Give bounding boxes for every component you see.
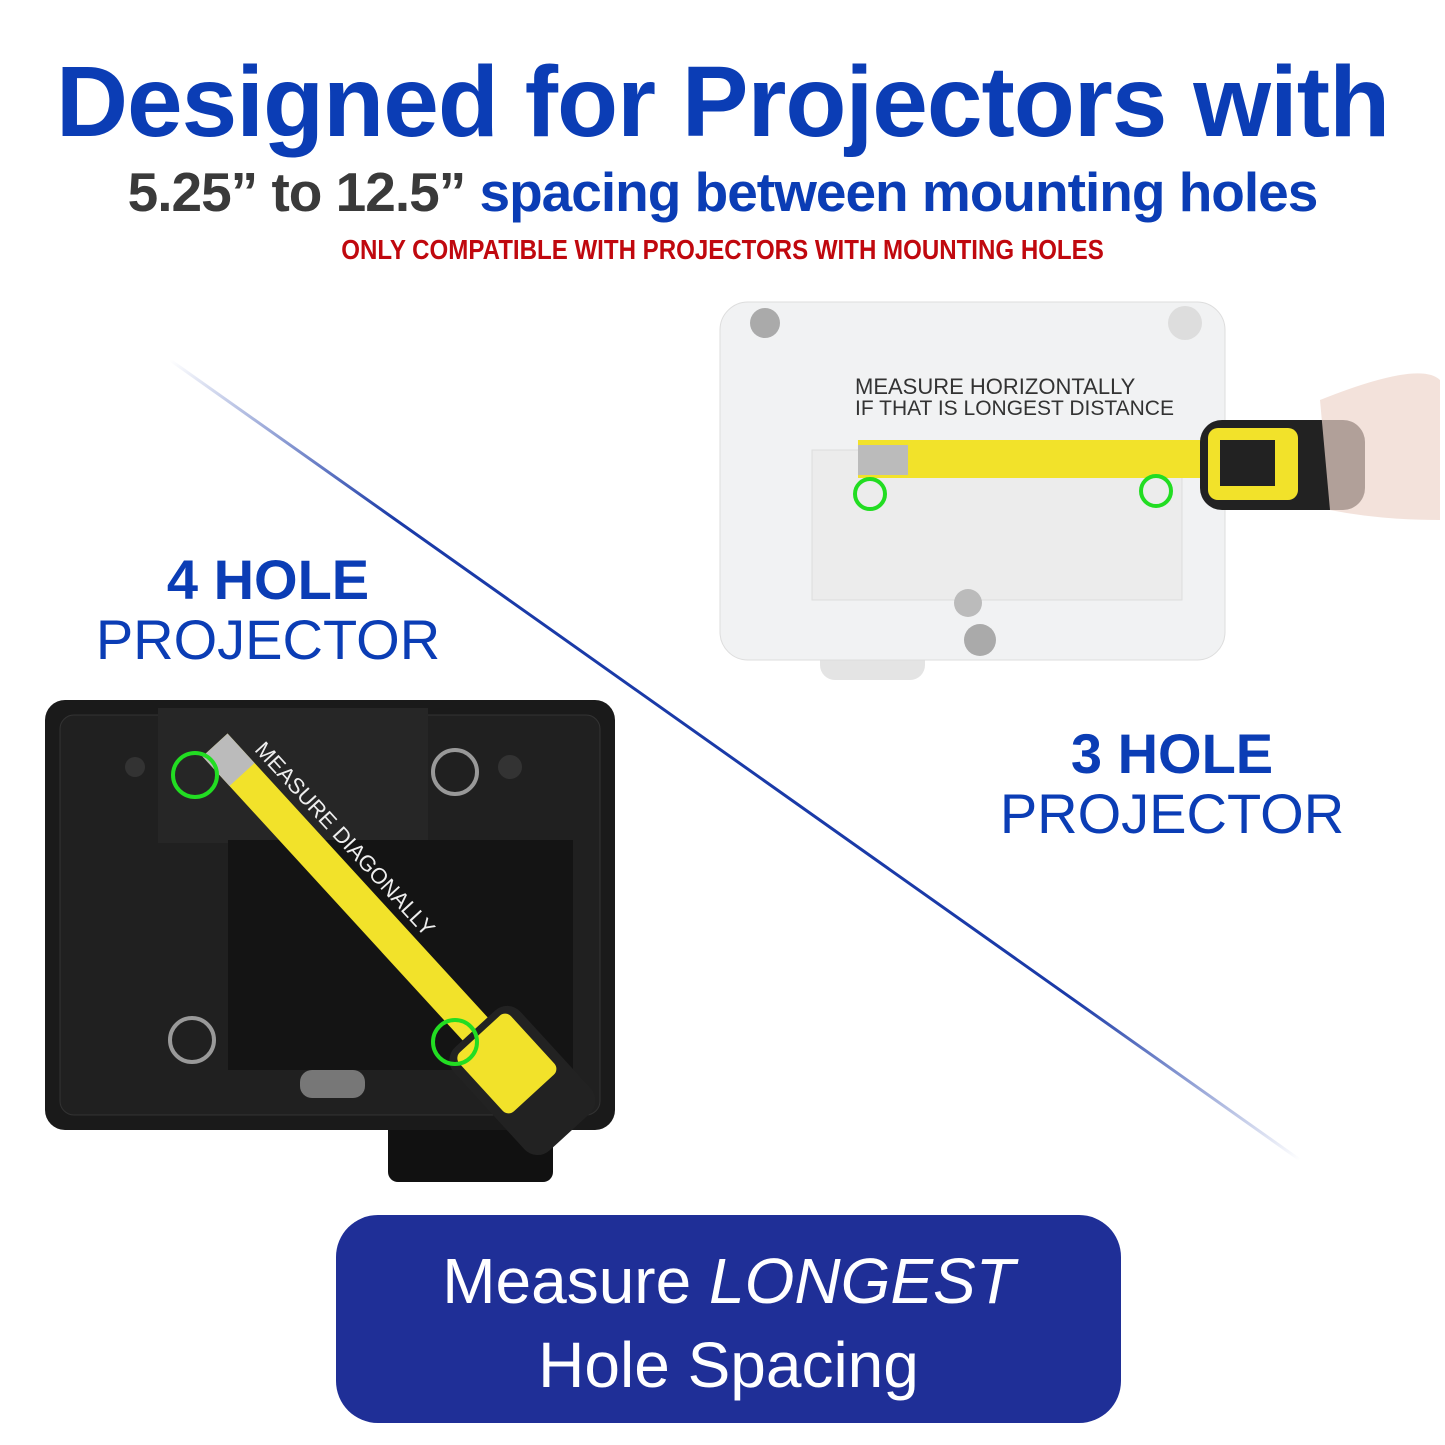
subtitle: 5.25” to 12.5” spacing between mounting … <box>0 160 1445 224</box>
subtitle-text: spacing between mounting holes <box>479 161 1318 223</box>
four-hole-label: 4 HOLE PROJECTOR <box>68 550 468 670</box>
three-hole-label: 3 HOLE PROJECTOR <box>972 724 1372 844</box>
label-line1: 3 HOLE <box>1070 722 1274 785</box>
white-projector: MEASURE HORIZONTALLY IF THAT IS LONGEST … <box>719 301 1440 680</box>
measure-horizontal-note: MEASURE HORIZONTALLY <box>855 374 1136 399</box>
callout-text-2: Hole Spacing <box>538 1329 919 1401</box>
label-line2: PROJECTOR <box>95 608 441 671</box>
callout-emphasis: LONGEST <box>708 1245 1015 1317</box>
green-hole-marker <box>853 477 887 511</box>
compatibility-warning: ONLY COMPATIBLE WITH PROJECTORS WITH MOU… <box>341 234 1104 265</box>
green-hole-marker <box>171 751 219 799</box>
green-hole-marker <box>431 1018 479 1066</box>
measure-callout: Measure LONGEST Hole Spacing <box>336 1215 1121 1423</box>
divider-line <box>169 358 1301 1162</box>
green-hole-marker <box>1139 474 1173 508</box>
black-projector: MEASURE DIAGONALLY <box>45 700 615 1182</box>
page-title: Designed for Projectors with <box>55 46 1390 158</box>
callout-text: Measure <box>442 1245 692 1317</box>
measure-horizontal-note-2: IF THAT IS LONGEST DISTANCE <box>855 397 1174 420</box>
label-line2: PROJECTOR <box>999 782 1345 845</box>
spacing-range: 5.25” to 12.5” <box>127 161 467 223</box>
label-line1: 4 HOLE <box>166 548 370 611</box>
